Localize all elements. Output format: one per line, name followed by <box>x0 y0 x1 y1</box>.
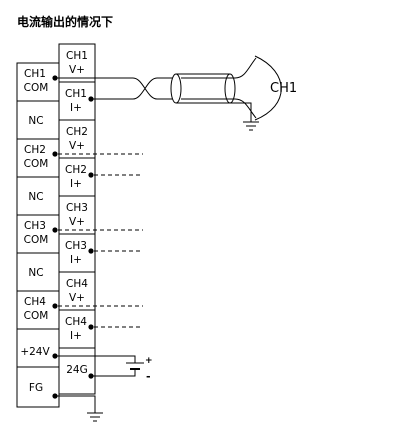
right-terminal-4-line2: I+ <box>70 178 82 190</box>
right-terminal-1-line2: V+ <box>69 64 85 76</box>
left-terminal-7-line2: COM <box>24 310 49 322</box>
left-terminal-1-line1: CH1 <box>24 68 46 80</box>
right-terminal-2-line1: CH1 <box>65 88 87 100</box>
right-terminal-5-line1: CH3 <box>66 202 88 214</box>
right-terminal-block <box>58 43 96 395</box>
left-terminal-9-label: FG <box>29 382 43 394</box>
right-terminal-8-line1: CH4 <box>65 316 87 328</box>
left-terminal-4-label: NC <box>28 191 43 203</box>
left-terminal-7-line1: CH4 <box>24 296 46 308</box>
right-terminal-7-line1: CH4 <box>66 278 88 290</box>
right-terminal-6-line2: I+ <box>70 254 82 266</box>
right-terminal-3-line2: V+ <box>69 140 85 152</box>
right-terminal-6-line1: CH3 <box>65 240 87 252</box>
dot-ch3-com <box>52 227 58 233</box>
left-terminal-3-line1: CH2 <box>24 144 46 156</box>
left-terminal-8-label: +24V <box>20 346 50 358</box>
left-terminal-3-line2: COM <box>24 158 49 170</box>
left-terminal-2-label: NC <box>28 115 43 127</box>
load-ch1-label: CH1 <box>270 81 297 96</box>
shielded-cable <box>170 57 257 122</box>
terminal-dots <box>52 75 94 399</box>
dot-ch4-com <box>52 303 58 309</box>
right-terminal-2-line2: I+ <box>70 102 82 114</box>
left-terminal-5-line2: COM <box>24 234 49 246</box>
load-curve <box>254 55 282 121</box>
dot-ch2-iplus <box>88 172 94 178</box>
dot-ch2-com <box>52 151 58 157</box>
battery-minus-sign: - <box>146 370 151 383</box>
left-terminal-5-line1: CH3 <box>24 220 46 232</box>
battery-plus-sign: + <box>145 356 153 366</box>
diagram-title: 电流输出的情况下 <box>17 15 114 29</box>
right-terminal-7-line2: V+ <box>69 292 85 304</box>
left-terminal-1-line2: COM <box>24 82 49 94</box>
dashed-wires <box>58 153 143 328</box>
battery-icon <box>126 362 144 370</box>
shield-ground-icon <box>243 121 259 131</box>
fg-ground-icon <box>55 395 103 422</box>
right-terminal-5-line2: V+ <box>69 216 85 228</box>
power-supply-wiring <box>55 355 136 377</box>
dot-ch3-iplus <box>88 248 94 254</box>
right-terminal-8-line2: I+ <box>70 330 82 342</box>
dot-ch4-iplus <box>88 324 94 330</box>
right-terminal-9-label: 24G <box>66 364 88 376</box>
right-terminal-1-line1: CH1 <box>66 50 88 62</box>
left-terminal-6-label: NC <box>28 267 43 279</box>
right-terminal-3-line1: CH2 <box>66 126 88 138</box>
right-terminal-4-line1: CH2 <box>65 164 87 176</box>
ch1-wiring <box>55 77 176 100</box>
